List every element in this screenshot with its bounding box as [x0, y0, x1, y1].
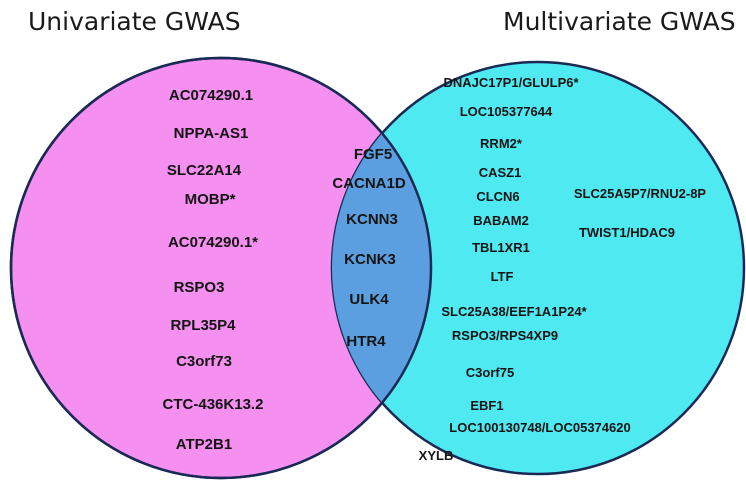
gene-label: EBF1 — [470, 398, 503, 413]
gene-label: RSPO3 — [174, 279, 225, 296]
multivariate-only-genes: DNAJC17P1/GLULP6* LOC105377644 RRM2* CAS… — [419, 75, 707, 463]
gene-label: C3orf75 — [466, 365, 514, 380]
gene-label: KCNN3 — [346, 211, 398, 228]
univariate-set-outline — [9, 56, 433, 480]
univariate-only-genes: AC074290.1 NPPA-AS1 SLC22A14 MOBP* AC074… — [163, 87, 264, 453]
gene-label: RRM2* — [480, 136, 523, 151]
gene-label: SLC25A38/EEF1A1P24* — [441, 304, 587, 319]
gene-label: SLC22A14 — [167, 162, 242, 179]
gene-label: BABAM2 — [473, 213, 529, 228]
gene-label: CTC-436K13.2 — [163, 396, 264, 413]
gene-label: HTR4 — [346, 333, 386, 350]
shared-genes: FGF5 CACNA1D KCNN3 KCNK3 ULK4 HTR4 — [332, 146, 406, 350]
gene-label: AC074290.1 — [169, 87, 253, 104]
gene-label: TBL1XR1 — [472, 240, 530, 255]
gene-label: CACNA1D — [332, 175, 406, 192]
gene-label: RSPO3/RPS4XP9 — [452, 328, 558, 343]
gene-label: CLCN6 — [476, 189, 519, 204]
gene-label: MOBP* — [185, 191, 236, 208]
gene-label: ULK4 — [349, 291, 389, 308]
univariate-title: Univariate GWAS — [28, 7, 241, 36]
gene-label: DNAJC17P1/GLULP6* — [443, 75, 579, 90]
gene-label: ATP2B1 — [176, 436, 232, 453]
gene-label: KCNK3 — [344, 251, 396, 268]
gene-label: NPPA-AS1 — [174, 125, 249, 142]
gene-label: FGF5 — [354, 146, 392, 163]
gene-label: TWIST1/HDAC9 — [579, 225, 675, 240]
gene-label: SLC25A5P7/RNU2-8P — [574, 186, 707, 201]
gene-label: RPL35P4 — [170, 317, 236, 334]
gene-label: CASZ1 — [479, 165, 522, 180]
gene-label: C3orf73 — [176, 353, 232, 370]
gene-label: LOC105377644 — [460, 104, 553, 119]
gene-label: LOC100130748/LOC05374620 — [449, 420, 630, 435]
multivariate-title: Multivariate GWAS — [503, 7, 736, 36]
gene-label: LTF — [491, 269, 514, 284]
gene-label: XYLB — [419, 448, 454, 463]
gene-label: AC074290.1* — [168, 234, 258, 251]
